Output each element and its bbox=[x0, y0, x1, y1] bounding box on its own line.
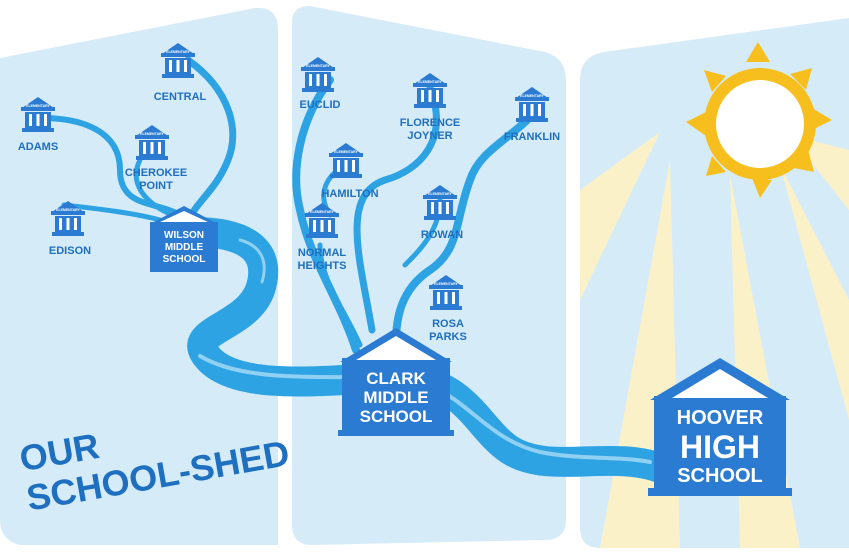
badge: ELEMENTARY bbox=[56, 208, 80, 212]
hoover-line-3: SCHOOL bbox=[677, 465, 763, 487]
badge: ELEMENTARY bbox=[140, 132, 164, 136]
badge: ELEMENTARY bbox=[418, 80, 442, 84]
label-cherokee-point-2: POINT bbox=[139, 180, 173, 192]
label-cherokee-point-1: CHEROKEE bbox=[125, 167, 187, 179]
label-central: CENTRAL bbox=[154, 91, 207, 103]
label-rosa-parks-2: PARKS bbox=[429, 331, 467, 343]
label-franklin: FRANKLIN bbox=[504, 131, 560, 143]
label-rosa-parks-1: ROSA bbox=[432, 318, 464, 330]
label-florence-joyner-2: JOYNER bbox=[407, 130, 452, 142]
clark-line-1: CLARK bbox=[366, 369, 426, 388]
label-euclid: EUCLID bbox=[300, 99, 341, 111]
badge: ELEMENTARY bbox=[310, 210, 334, 214]
wilson-line-3: SCHOOL bbox=[163, 254, 206, 265]
badge: ELEMENTARY bbox=[166, 50, 190, 54]
badge: ELEMENTARY bbox=[428, 192, 452, 196]
wilson-line-2: MIDDLE bbox=[165, 242, 204, 253]
badge: ELEMENTARY bbox=[306, 64, 330, 68]
badge: ELEMENTARY bbox=[434, 282, 458, 286]
label-normal-heights-2: HEIGHTS bbox=[298, 260, 347, 272]
label-florence-joyner-1: FLORENCE bbox=[400, 117, 461, 129]
hoover-line-2: HIGH bbox=[680, 429, 760, 465]
badge: ELEMENTARY bbox=[334, 150, 358, 154]
wilson-line-1: WILSON bbox=[164, 230, 204, 241]
label-adams: ADAMS bbox=[18, 141, 58, 153]
hoover-high-school-building bbox=[648, 358, 792, 496]
sun bbox=[686, 42, 832, 198]
streams bbox=[39, 56, 541, 354]
label-hamilton: HAMILTON bbox=[321, 188, 378, 200]
label-edison: EDISON bbox=[49, 245, 91, 257]
main-river bbox=[170, 216, 675, 483]
clark-line-3: SCHOOL bbox=[360, 407, 433, 426]
clark-middle-school-building bbox=[338, 328, 454, 436]
label-normal-heights-1: NORMAL bbox=[298, 247, 347, 259]
badge: ELEMENTARY bbox=[26, 104, 50, 108]
label-rowan: ROWAN bbox=[421, 229, 463, 241]
left-panel bbox=[0, 7, 278, 546]
wilson-middle-school-building bbox=[150, 206, 218, 272]
badge: ELEMENTARY bbox=[520, 94, 544, 98]
hoover-line-1: HOOVER bbox=[677, 407, 764, 429]
clark-line-2: MIDDLE bbox=[363, 388, 428, 407]
